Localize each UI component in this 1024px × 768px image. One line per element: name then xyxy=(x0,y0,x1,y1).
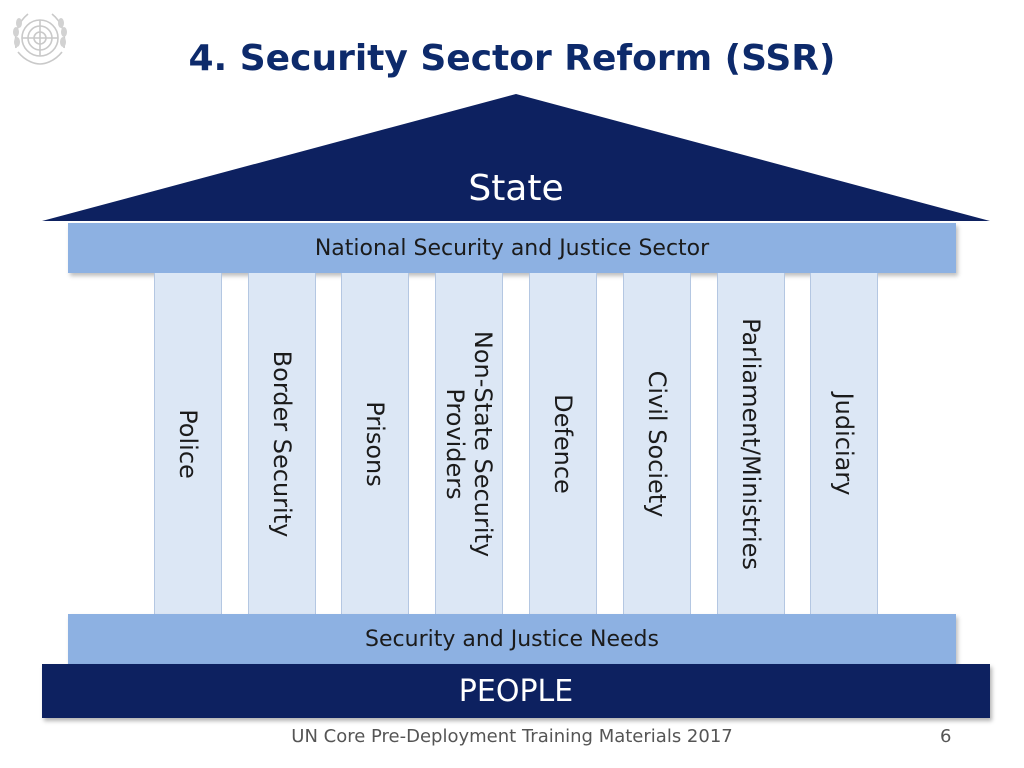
pillar-civil-society: Civil Society xyxy=(623,273,691,614)
pillar-label: Police xyxy=(174,408,202,479)
footer-text: UN Core Pre-Deployment Training Material… xyxy=(291,726,733,747)
pillar-label: Non-State Security Providers xyxy=(441,330,497,557)
slide-title: 4. Security Sector Reform (SSR) xyxy=(188,38,836,79)
pillar-police: Police xyxy=(154,273,222,614)
pillar-label: Parliament/Ministries xyxy=(737,317,765,570)
bottom-band: Security and Justice Needs xyxy=(68,614,956,664)
pillar-label: Prisons xyxy=(361,400,389,487)
pillar-non-state-security-providers: Non-State Security Providers xyxy=(435,273,503,614)
base-people: PEOPLE xyxy=(42,664,990,718)
pillar-label: Judiciary xyxy=(830,392,858,495)
pillar-defence: Defence xyxy=(529,273,597,614)
top-band-label: National Security and Justice Sector xyxy=(314,235,710,261)
pillar-label: Border Security xyxy=(268,350,296,537)
pillar-judiciary: Judiciary xyxy=(810,273,878,614)
page-number: 6 xyxy=(940,726,952,747)
pillar-prisons: Prisons xyxy=(341,273,409,614)
bottom-band-label: Security and Justice Needs xyxy=(365,626,659,652)
pillar-label: Defence xyxy=(549,393,577,494)
un-emblem-icon xyxy=(13,13,67,65)
top-band: National Security and Justice Sector xyxy=(68,223,956,273)
base-label: PEOPLE xyxy=(458,673,574,709)
pillar-label: Civil Society xyxy=(643,370,671,517)
roof-label: State xyxy=(468,168,564,209)
pillar-parliament-ministries: Parliament/Ministries xyxy=(717,273,785,614)
pillar-border-security: Border Security xyxy=(248,273,316,614)
